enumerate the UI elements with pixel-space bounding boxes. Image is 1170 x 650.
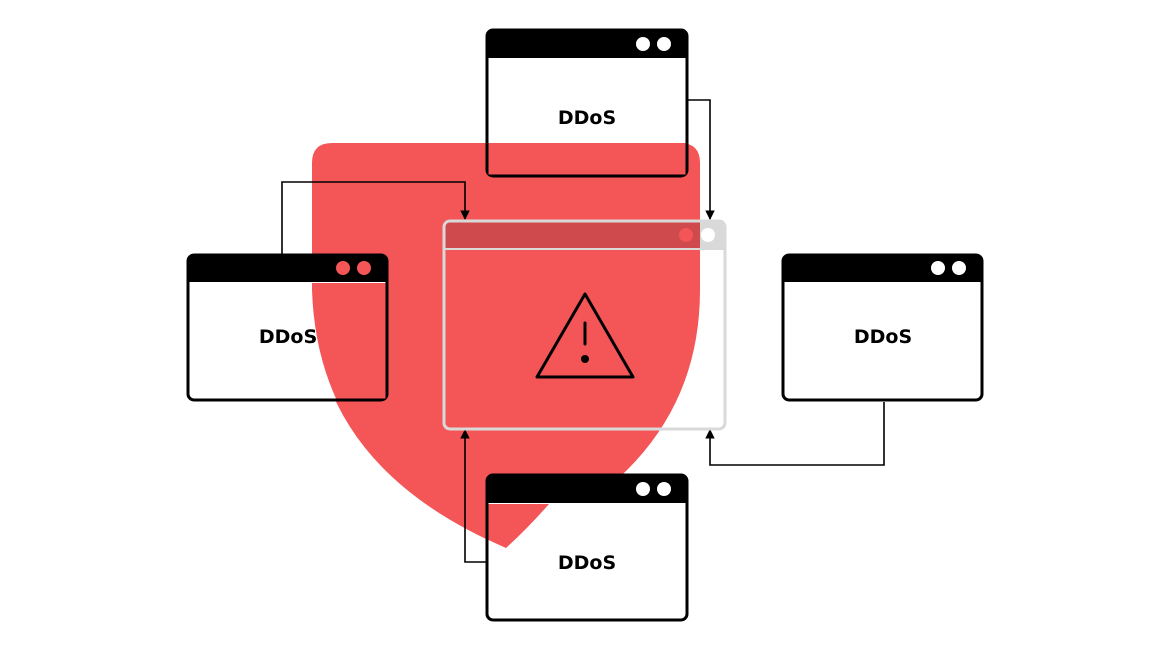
target-window [442,219,727,431]
target-window-dot-2 [701,228,715,242]
target-window-dot-1 [679,228,693,242]
titlebar [188,255,387,282]
attacker-window-bottom: DDoS [485,473,689,622]
window-label: DDoS [854,326,912,348]
target-window-frame [442,219,727,431]
window-dot-1 [336,261,350,275]
target-window-titlebar-over-shield [445,222,700,248]
window-label: DDoS [259,326,317,348]
shield-overlay-left [312,283,386,399]
window-dot-1 [931,261,945,275]
titlebar [487,30,687,58]
shield-overlay-bottom [488,504,549,548]
connector-right [705,402,885,466]
titlebar [487,475,687,503]
window-label: DDoS [558,107,616,129]
window-dot-1 [636,482,650,496]
attacker-window-top: DDoS [485,28,689,178]
window-label-overlay: DDoS [259,326,317,348]
attack-connectors [281,99,885,563]
window-dot-2 [357,261,371,275]
connector-bottom [460,429,487,563]
connector-left [281,181,470,255]
window-dot-2 [657,37,671,51]
titlebar [783,255,982,282]
shield-overlay-top [488,143,686,175]
warning-triangle-icon [535,292,635,379]
connector-top [688,99,715,220]
window-label: DDoS [558,552,616,574]
window-dot-2 [657,482,671,496]
attacker-window-right: DDoS [781,253,984,402]
window-dot-1 [636,37,650,51]
window-dot-2 [952,261,966,275]
